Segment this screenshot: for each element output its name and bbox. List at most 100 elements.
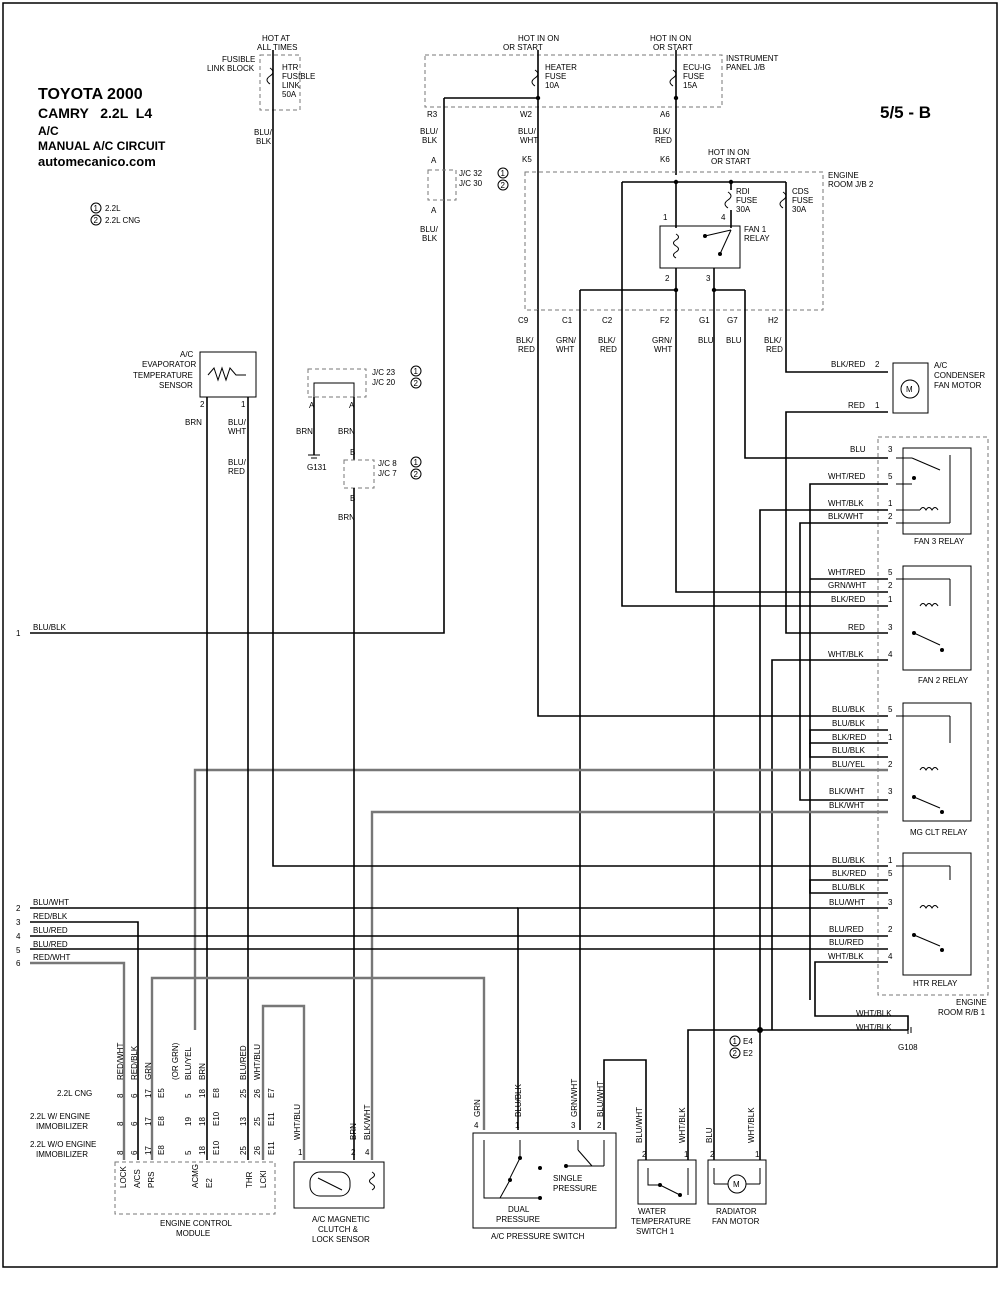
jc23-wire-brn-2: BRN — [338, 427, 355, 436]
psw-pin-1: 1 — [515, 1121, 520, 1130]
ejb-wire-c9-1: BLK/ — [516, 336, 534, 345]
fan1-pin-1: 1 — [663, 213, 668, 222]
mg-pin-3: 3 — [888, 787, 893, 796]
clutch-wire-blk-wht: BLK/WHT — [363, 1104, 372, 1140]
cds-fuse-2: FUSE — [792, 196, 813, 205]
ecm-term-acs: A/CS — [133, 1169, 142, 1188]
ejb-wire-c9-2: RED — [518, 345, 535, 354]
input-num-6: 6 — [16, 959, 21, 968]
fan3-relay-label: FAN 3 RELAY — [914, 537, 965, 546]
mg-pin-5: 5 — [888, 705, 893, 714]
engine-room-rb1-box — [877, 436, 989, 996]
ecm-r1-c4: E5 — [157, 1088, 166, 1098]
fan1-pin-3: 3 — [706, 274, 711, 283]
fan3-pin-3: 3 — [888, 445, 893, 454]
ecm-r1-c1: 8 — [116, 1093, 125, 1098]
instrument-label-1: INSTRUMENT — [726, 54, 779, 63]
pin-k6: K6 — [660, 155, 670, 164]
clutch-wire-wht-blu: WHT/BLU — [293, 1104, 302, 1140]
htr-wire-blu-blk-2: BLU/BLK — [832, 883, 866, 892]
input-wire-3: RED/BLK — [33, 912, 68, 921]
ejb2-label-2: ROOM J/B 2 — [828, 180, 874, 189]
junction-jc23: J/C 23 J/C 20 1 2 A A BRN BRN G131 B J/C… — [296, 365, 422, 1160]
hot-on-2a: HOT IN ON — [650, 34, 691, 43]
ecm-variant-immo: 2.2L W/ ENGINE — [30, 1112, 90, 1121]
left-inputs: 1 BLU/BLK 2 BLU/WHT 3 RED/BLK 4 BLU/RED … — [16, 600, 888, 1160]
ecm-wire-wht-blu: WHT/BLU — [253, 1044, 262, 1080]
ecm-r1-c10: E7 — [267, 1088, 276, 1098]
htr-pin-2: 2 — [888, 925, 893, 934]
junction-jc32: A J/C 32 J/C 30 1 2 A BLU/ BLK — [420, 156, 509, 243]
evaporator-sensor: A/C EVAPORATOR TEMPERATURE SENSOR 2 1 BR… — [133, 350, 257, 1160]
ecm-r2-c7: E10 — [212, 1111, 221, 1126]
mg-wire-blu-blk-2: BLU/BLK — [832, 719, 866, 728]
jc32-circle-2: 2 — [501, 181, 506, 190]
wts-pin-1: 1 — [684, 1150, 689, 1159]
heater-fuse-2: FUSE — [545, 72, 566, 81]
input-num-3: 3 — [16, 918, 21, 927]
pin-k5: K5 — [522, 155, 532, 164]
fan1-relay-label-1: FAN 1 — [744, 225, 767, 234]
fan3-pin-2: 2 — [888, 512, 893, 521]
ejb-wire-f2-1: GRN/ — [652, 336, 673, 345]
ecm-r1-c2: 6 — [130, 1093, 139, 1098]
ecm-r2-c6: 18 — [198, 1117, 207, 1126]
jc23-label: J/C 23 — [372, 368, 396, 377]
jc23-pin-a2: A — [349, 401, 355, 410]
fusible-label-2: LINK BLOCK — [207, 64, 255, 73]
ecm-r1-c3: 17 — [144, 1089, 153, 1098]
fan2-pin-2: 2 — [888, 581, 893, 590]
evap-wire-blu-wht-1: BLU/ — [228, 418, 247, 427]
condenser-label-1: A/C — [934, 361, 948, 370]
pin-g7: G7 — [727, 316, 738, 325]
ecu-fuse-2: FUSE — [683, 72, 704, 81]
mg-wire-blk-wht-2: BLK/WHT — [829, 801, 865, 810]
wire-blu-blk-a: BLU/ — [254, 128, 273, 137]
jc8-circle-2: 2 — [414, 470, 419, 479]
fan2-pin-4: 4 — [888, 650, 893, 659]
jc8-wire-brn: BRN — [338, 513, 355, 522]
jc32-label: J/C 32 — [459, 169, 483, 178]
mg-clt-relay: BLU/BLK 5 BLU/BLK BLK/RED 1 BLU/BLK BLU/… — [193, 702, 972, 1160]
rfm-wire-blu: BLU — [705, 1127, 714, 1143]
ecm-r3-c3: 17 — [144, 1146, 153, 1155]
clutch-wire-brn: BRN — [349, 1123, 358, 1140]
htr-wire-blu-red-1: BLU/RED — [829, 925, 864, 934]
mg-wire-blk-wht-1: BLK/WHT — [829, 787, 865, 796]
ecm-wire-or-grn: (OR GRN) — [171, 1042, 180, 1080]
fan2-wire-wht-blk: WHT/BLK — [828, 650, 864, 659]
diagram-border — [2, 2, 998, 1268]
psw-label: A/C PRESSURE SWITCH — [491, 1232, 585, 1241]
ecm-r1-c6: 18 — [198, 1089, 207, 1098]
heater-fuse-1: HEATER — [545, 63, 577, 72]
mg-pin-2: 2 — [888, 760, 893, 769]
ecm-r3-c7: E10 — [212, 1140, 221, 1155]
cds-fuse-3: 30A — [792, 205, 807, 214]
evap-label-2: EVAPORATOR — [142, 360, 196, 369]
fan2-wire-wht-red: WHT/RED — [828, 568, 866, 577]
condenser-pin-1: 1 — [875, 401, 880, 410]
wts-label-1: WATER — [638, 1207, 666, 1216]
input-num-2: 2 — [16, 904, 21, 913]
input-wire-1: BLU/BLK — [33, 623, 67, 632]
jc23-wire-brn-1: BRN — [296, 427, 313, 436]
ground-g108: WHT/BLK WHT/BLK G108 1 E4 2 E2 — [687, 1009, 918, 1160]
rb1-label-1: ENGINE — [956, 998, 987, 1007]
legend: 1 2.2L 2 2.2L CNG — [90, 202, 140, 226]
fan3-relay: BLU 3 WHT/RED 5 WHT/BLK 1 BLK/WHT 2 FAN … — [759, 445, 972, 1030]
condenser-fan-motor: M A/C CONDENSER FAN MOTOR BLK/RED 2 RED … — [785, 360, 985, 634]
jc32-pin-a-top: A — [431, 156, 437, 165]
psw-wire-blu-wht: BLU/WHT — [596, 1081, 605, 1117]
jc32-wire-1: BLU/ — [420, 225, 439, 234]
ecm-label-2: MODULE — [176, 1229, 210, 1238]
fan3-wire-blk-wht: BLK/WHT — [828, 512, 864, 521]
ecm-r1-c5: 5 — [184, 1093, 193, 1098]
ecm-wire-blu-red: BLU/RED — [239, 1045, 248, 1080]
fan2-relay-label: FAN 2 RELAY — [918, 676, 969, 685]
mg-wire-blk-red: BLK/RED — [832, 733, 866, 742]
hot-at-label-2: ALL TIMES — [257, 43, 297, 52]
e4-label: E4 — [743, 1037, 753, 1046]
jc8-label: J/C 8 — [378, 459, 397, 468]
ecm-term-e2: E2 — [205, 1178, 214, 1188]
psw-pin-2: 2 — [597, 1121, 602, 1130]
